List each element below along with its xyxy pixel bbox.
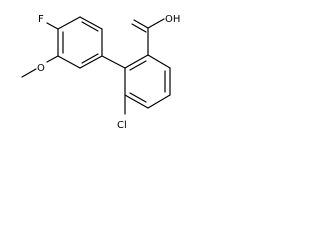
bond-r2 bbox=[147, 54, 171, 69]
bond-l1 bbox=[79, 16, 103, 30]
carboxyl-oh-label: OH bbox=[165, 14, 180, 25]
left-benzene-ring bbox=[57, 16, 103, 69]
molecule-structure-diagram: F O OH Cl bbox=[21, 14, 180, 131]
bond-r5 bbox=[124, 94, 149, 109]
bond-o-methyl bbox=[21, 68, 37, 78]
biaryl-bond bbox=[101, 55, 126, 69]
bond-r1 bbox=[124, 54, 149, 69]
fluorine-atom-label: F bbox=[38, 14, 44, 25]
bond-c-o-double-1 bbox=[133, 19, 149, 29]
bond-c-oh bbox=[147, 18, 165, 29]
bond-c-f bbox=[46, 22, 59, 30]
ether-oxygen-label: O bbox=[37, 63, 45, 74]
bond-c-o-ether bbox=[46, 55, 59, 63]
bond-r4 bbox=[147, 94, 171, 109]
bond-l3-double bbox=[81, 53, 99, 64]
bond-l4 bbox=[57, 55, 81, 69]
bond-r5-double bbox=[129, 92, 147, 103]
bond-r1-double bbox=[129, 60, 147, 71]
bond-c-o-double-2 bbox=[131, 23, 147, 33]
chlorine-atom-label: Cl bbox=[117, 120, 127, 131]
right-benzene-ring bbox=[124, 54, 171, 109]
bond-l1-double bbox=[81, 21, 99, 32]
bond-l3 bbox=[79, 55, 103, 69]
bond-l6 bbox=[57, 16, 81, 30]
